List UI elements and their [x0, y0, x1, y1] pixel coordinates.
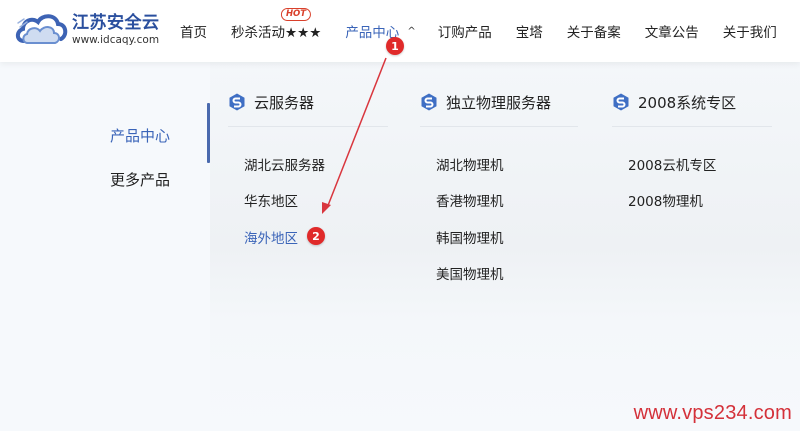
column-title: 2008系统专区 [638, 93, 737, 112]
s-logo-icon [421, 93, 437, 111]
sidebar-item-more-products[interactable]: 更多产品 [109, 171, 170, 189]
link-usa-physical[interactable]: 美国物理机 [436, 267, 504, 283]
top-navbar: 江苏安全云 www.idcaqy.com 首页 HOT 秒杀活动★★★ 产品中心… [0, 0, 800, 62]
nav-home[interactable]: 首页 [180, 0, 207, 62]
s-logo-icon [613, 93, 629, 111]
link-overseas[interactable]: 海外地区 [244, 231, 298, 247]
nav-label: 秒杀活动★★★ [231, 25, 322, 41]
divider [228, 126, 388, 127]
divider [612, 126, 772, 127]
link-hubei-physical[interactable]: 湖北物理机 [436, 158, 504, 174]
column-header: 2008系统专区 [612, 90, 772, 120]
column-header: 独立物理服务器 [420, 90, 578, 120]
nav-baota[interactable]: 宝塔 [516, 0, 543, 62]
dropdown-content [210, 62, 800, 431]
nav-label: 产品中心 [345, 25, 400, 41]
nav-icp-filing[interactable]: 关于备案 [567, 0, 621, 62]
nav-label: 首页 [180, 25, 207, 41]
column-title: 云服务器 [254, 93, 315, 112]
column-dedicated-servers: 独立物理服务器 [420, 90, 578, 127]
nav-about-us[interactable]: 关于我们 [723, 0, 777, 62]
link-hongkong-physical[interactable]: 香港物理机 [436, 194, 504, 210]
column-2008-system: 2008系统专区 [612, 90, 772, 127]
logo-url: www.idcaqy.com [72, 33, 160, 46]
nav-product-center[interactable]: 产品中心 ^ [345, 0, 415, 62]
chevron-up-icon: ^ [407, 25, 416, 37]
site-logo[interactable]: 江苏安全云 www.idcaqy.com [14, 10, 164, 50]
nav-label: 关于备案 [566, 25, 621, 41]
link-hubei-cloud[interactable]: 湖北云服务器 [244, 158, 325, 174]
column-cloud-servers: 云服务器 [228, 90, 388, 127]
step-badge-2: 2 [307, 227, 325, 245]
column-header: 云服务器 [228, 90, 388, 120]
watermark: www.vps234.com [633, 402, 792, 424]
link-2008-cloud[interactable]: 2008云机专区 [628, 158, 717, 174]
main-nav: 首页 HOT 秒杀活动★★★ 产品中心 ^ 订购产品 宝塔 关于备案 文章公告 … [180, 0, 777, 62]
cloud-logo-icon [15, 14, 68, 44]
nav-label: 订购产品 [437, 25, 492, 41]
dropdown-sidebar: 产品中心 更多产品 [0, 62, 210, 431]
active-indicator [207, 103, 210, 163]
nav-label: 宝塔 [515, 25, 543, 41]
logo-name: 江苏安全云 [72, 12, 160, 33]
divider [420, 126, 578, 127]
sidebar-item-product-center[interactable]: 产品中心 [109, 127, 170, 145]
nav-flash-sale[interactable]: HOT 秒杀活动★★★ [231, 0, 321, 62]
link-2008-physical[interactable]: 2008物理机 [628, 194, 703, 210]
link-east-china[interactable]: 华东地区 [244, 194, 298, 210]
column-title: 独立物理服务器 [446, 93, 552, 112]
nav-label: 文章公告 [644, 25, 699, 41]
nav-order-products[interactable]: 订购产品 [438, 0, 492, 62]
step-badge-1: 1 [386, 37, 404, 55]
link-korea-physical[interactable]: 韩国物理机 [436, 231, 504, 247]
nav-label: 关于我们 [722, 25, 777, 41]
hot-badge: HOT [280, 8, 312, 21]
s-logo-icon [229, 93, 245, 111]
nav-announcements[interactable]: 文章公告 [645, 0, 699, 62]
